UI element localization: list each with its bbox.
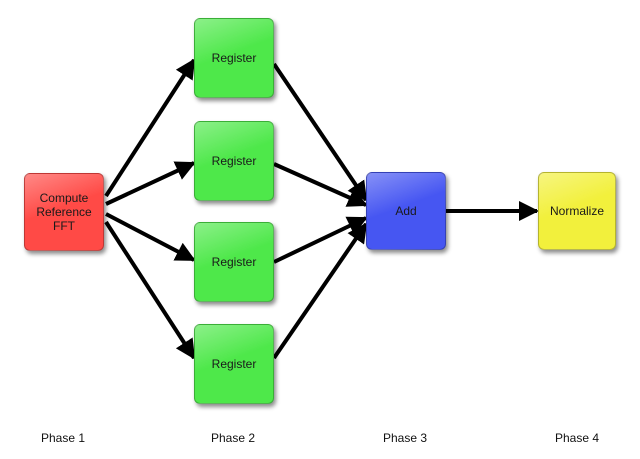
- edge-register-1-to-add: [272, 62, 368, 202]
- register-node-1: Register: [194, 18, 274, 98]
- compute-reference-fft-label: Compute Reference FFT: [36, 191, 92, 233]
- phase-2-label: Phase 2: [210, 431, 256, 445]
- add-node: Add: [366, 172, 446, 250]
- edge-reference-to-register-2: [105, 161, 196, 206]
- register-label-1: Register: [211, 51, 257, 65]
- phase-4-label: Phase 4: [554, 431, 600, 445]
- compute-reference-fft-node: Compute Reference FFT: [24, 173, 104, 251]
- normalize-node: Normalize: [538, 172, 616, 250]
- normalize-label: Normalize: [549, 204, 604, 218]
- edge-register-4-to-add: [272, 222, 368, 360]
- register-label-2: Register: [211, 154, 257, 168]
- register-node-2: Register: [194, 121, 274, 201]
- register-node-4: Register: [194, 324, 274, 404]
- register-node-3: Register: [194, 222, 274, 302]
- edge-reference-to-register-1: [104, 58, 196, 198]
- edge-reference-to-register-3: [105, 212, 196, 262]
- phase-1-label: Phase 1: [40, 431, 86, 445]
- register-label-4: Register: [211, 357, 257, 371]
- edge-register-3-to-add: [273, 216, 368, 264]
- edge-register-2-to-add: [273, 162, 368, 207]
- add-label: Add: [395, 204, 417, 218]
- phase-3-label: Phase 3: [382, 431, 428, 445]
- edge-reference-to-register-4: [104, 220, 196, 360]
- register-label-3: Register: [211, 255, 257, 269]
